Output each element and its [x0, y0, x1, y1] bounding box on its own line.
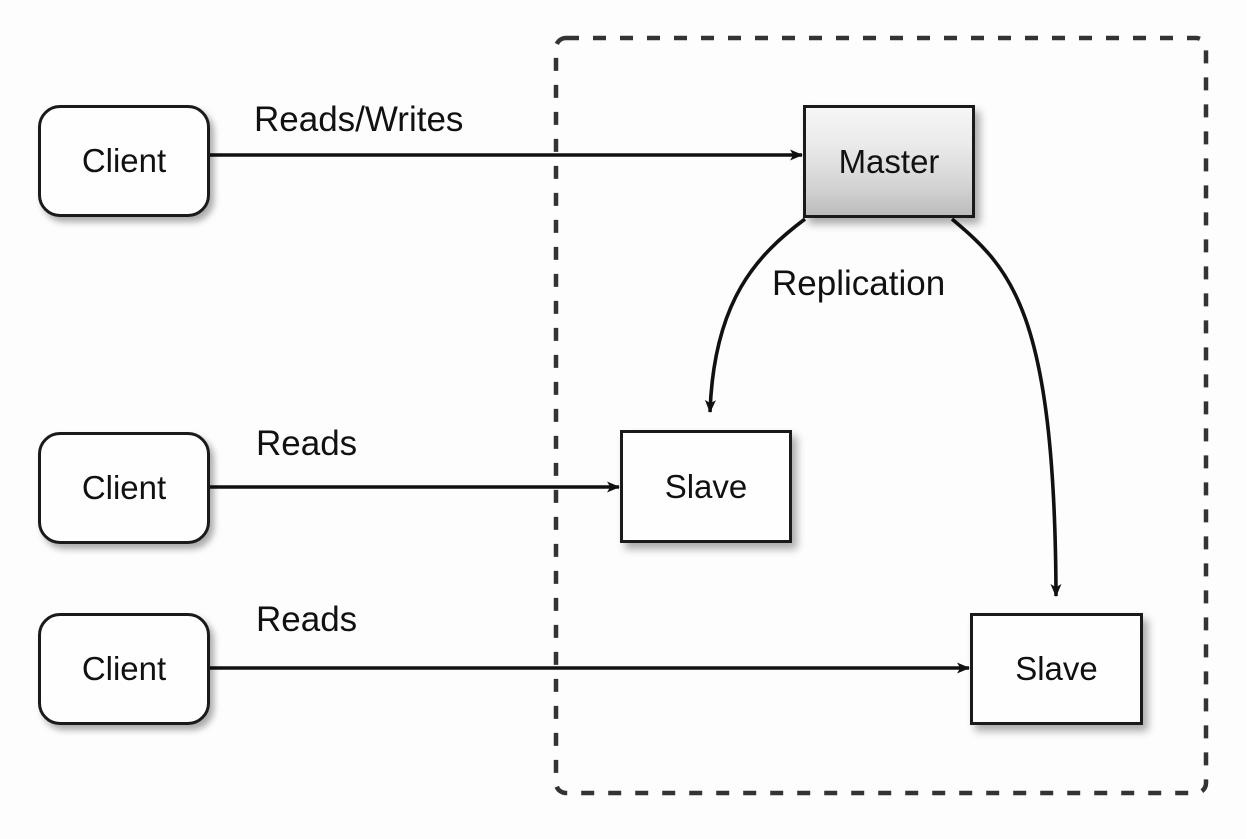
node-client-2[interactable]: Client [38, 432, 210, 544]
database-cluster-boundary [553, 35, 1209, 796]
edge-master-to-slave1-replication [704, 217, 807, 413]
node-master[interactable]: Master [803, 105, 975, 218]
node-slave-2[interactable]: Slave [970, 613, 1143, 725]
edge-label-reads-writes: Reads/Writes [254, 100, 464, 139]
edge-label-replication: Replication [772, 264, 946, 303]
node-client-3[interactable]: Client [38, 613, 210, 725]
node-client-1[interactable]: Client [38, 105, 210, 217]
edge-label-reads-slave1: Reads [256, 424, 358, 463]
edge-master-to-slave2-replication [950, 217, 1062, 597]
node-label: Client [81, 469, 167, 506]
node-slave-1[interactable]: Slave [620, 430, 792, 543]
edge-label-reads-slave2: Reads [256, 600, 358, 639]
node-label: Master [838, 142, 940, 180]
node-label: Client [81, 142, 167, 179]
node-label: Slave [664, 467, 748, 505]
node-label: Client [81, 650, 167, 687]
node-label: Slave [1015, 650, 1098, 687]
